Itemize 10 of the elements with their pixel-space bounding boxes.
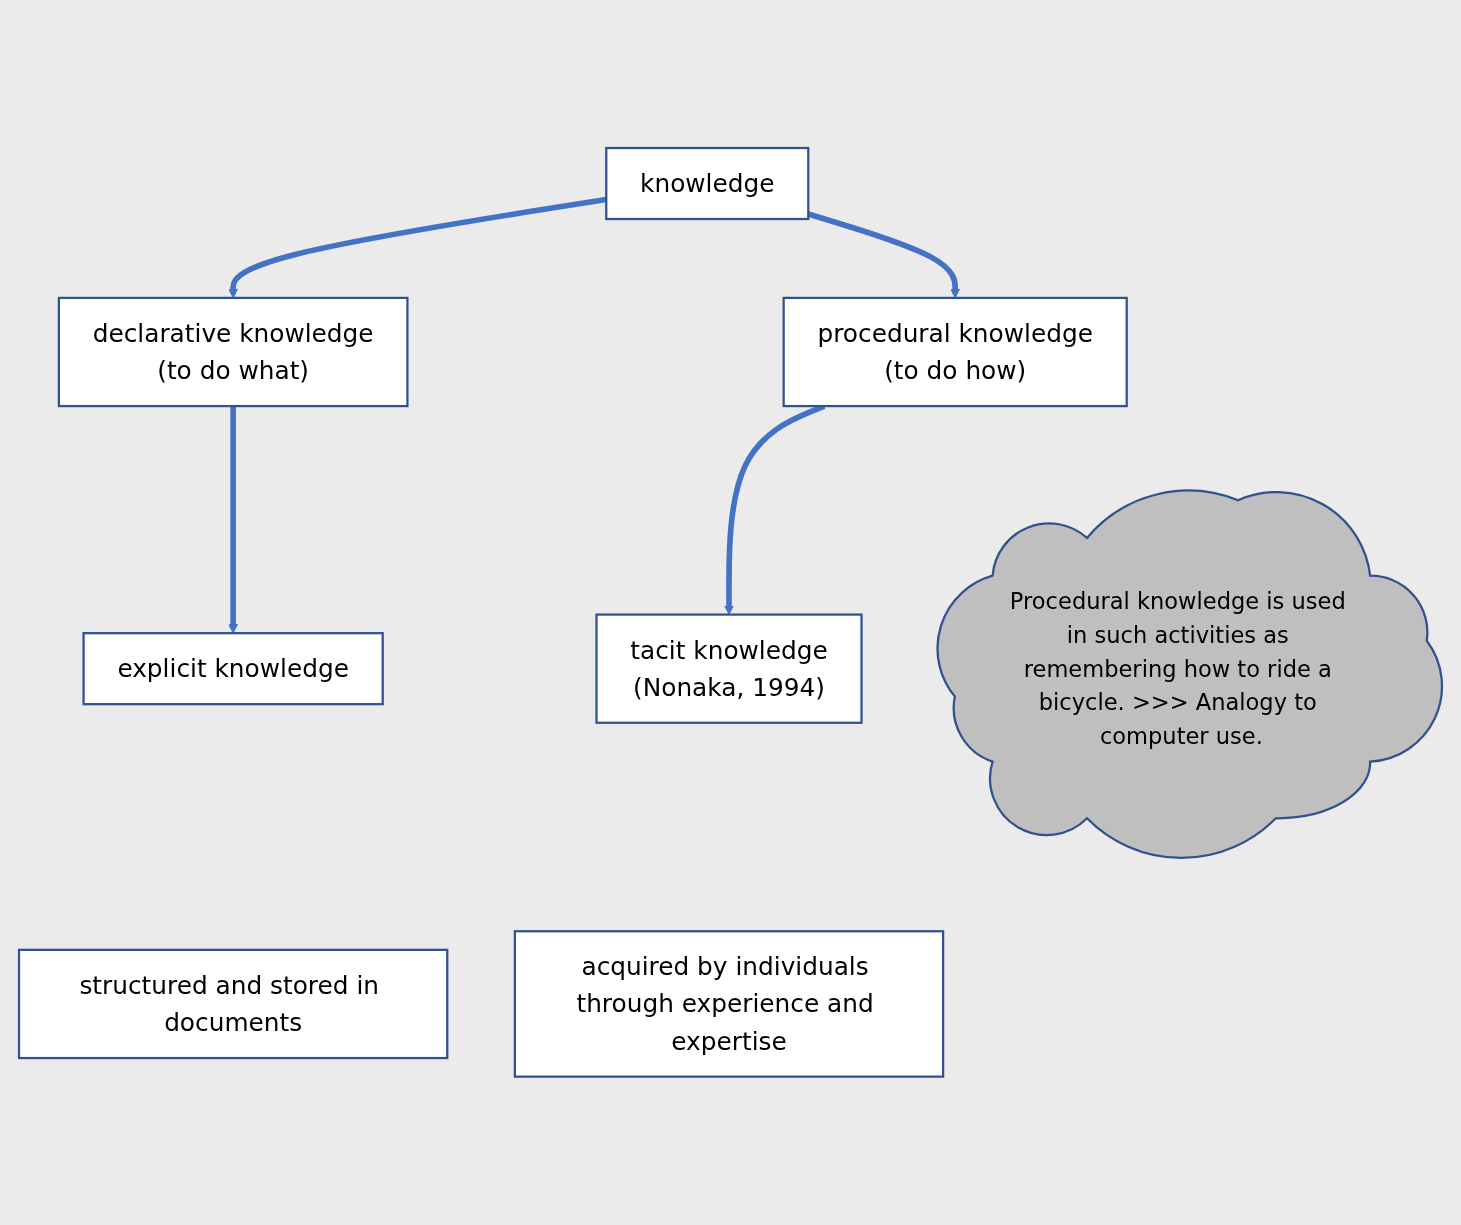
node-box: acquired by individuals through experience and expertise — [513, 930, 945, 1078]
arrow — [228, 406, 239, 634]
node-box: procedural knowledge (to do how) — [782, 296, 1128, 408]
arrow — [807, 211, 961, 299]
node-box: declarative knowledge (to do what) — [57, 296, 409, 408]
node-box: tacit knowledge (Nonaka, 1994) — [595, 613, 863, 725]
arrow — [228, 196, 607, 299]
node-box: explicit knowledge — [82, 632, 384, 706]
node-box: knowledge — [605, 147, 810, 221]
node-box: structured and stored in documents — [17, 948, 449, 1060]
